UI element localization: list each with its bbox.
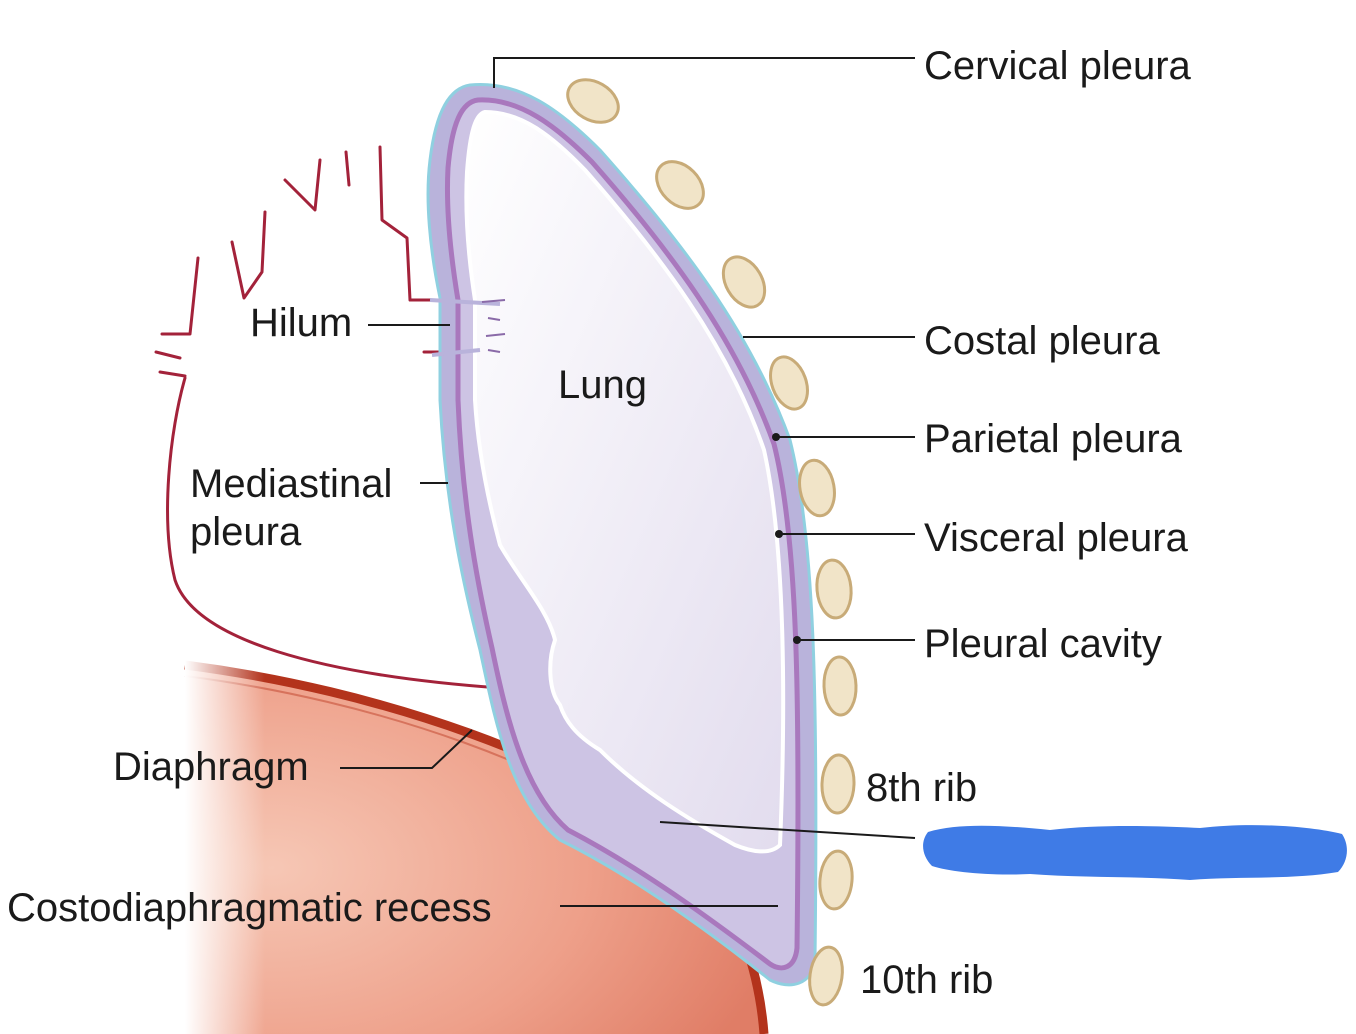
label-costal-pleura: Costal pleura bbox=[924, 319, 1160, 363]
leader-cervical-pleura bbox=[493, 57, 915, 88]
label-pleural-cavity: Pleural cavity bbox=[924, 622, 1162, 666]
redaction-scribble bbox=[923, 825, 1347, 880]
parietal-pleura-dot bbox=[772, 433, 780, 441]
rib-4 bbox=[769, 355, 809, 411]
leader-redacted bbox=[659, 821, 916, 839]
leader-diaphragm bbox=[340, 729, 473, 769]
label-mediastinal-pleura-line1: Mediastinal bbox=[190, 462, 392, 506]
hilum-structures bbox=[429, 298, 506, 357]
label-parietal-pleura: Parietal pleura bbox=[924, 417, 1183, 461]
visceral-pleura-dot bbox=[775, 530, 783, 538]
label-lung: Lung bbox=[558, 363, 647, 407]
label-8th-rib: 8th rib bbox=[866, 766, 977, 810]
rib-2 bbox=[655, 160, 705, 210]
mediastinal-vessels bbox=[154, 145, 502, 690]
rib-6 bbox=[815, 558, 853, 620]
label-hilum: Hilum bbox=[250, 301, 352, 345]
pleural-cavity-dot bbox=[793, 636, 801, 644]
rib-7 bbox=[822, 655, 858, 717]
label-10th-rib: 10th rib bbox=[860, 958, 993, 1002]
lung-body bbox=[464, 109, 786, 854]
label-cervical-pleura: Cervical pleura bbox=[924, 44, 1192, 88]
rib-10 bbox=[808, 945, 844, 1007]
rib-9 bbox=[818, 849, 854, 911]
label-diaphragm: Diaphragm bbox=[113, 745, 309, 789]
label-mediastinal-pleura-line2: pleura bbox=[190, 510, 302, 554]
rib-5 bbox=[798, 458, 836, 518]
rib-8 bbox=[820, 753, 856, 815]
rib-3 bbox=[721, 255, 767, 309]
label-visceral-pleura: Visceral pleura bbox=[924, 516, 1189, 560]
rib-1 bbox=[566, 78, 620, 124]
label-costodiaphragmatic-recess: Costodiaphragmatic recess bbox=[7, 886, 492, 930]
leader-lines bbox=[340, 57, 916, 907]
ribs bbox=[566, 78, 858, 1007]
